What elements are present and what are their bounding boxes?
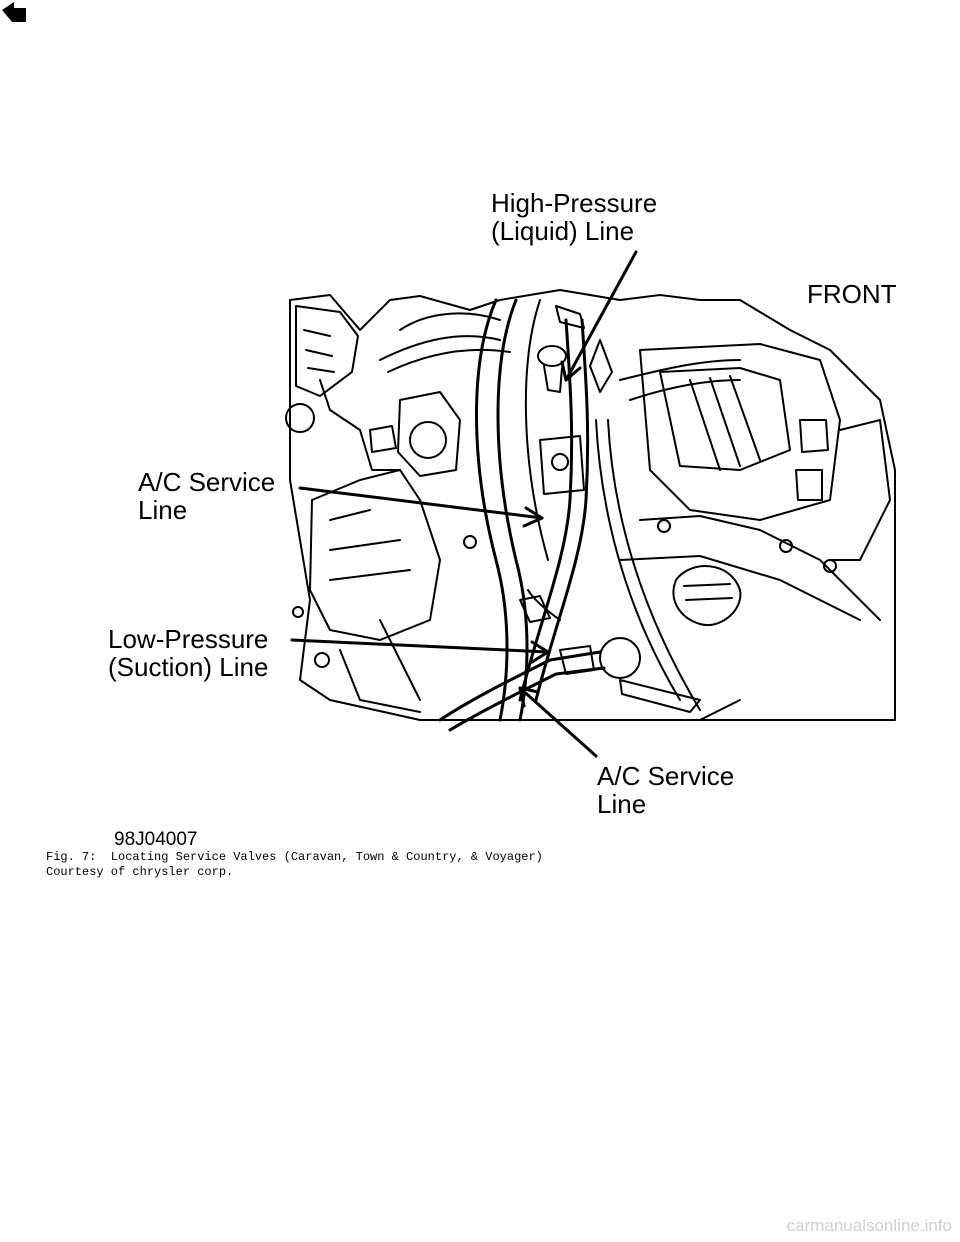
low-pressure-line-label: Low-Pressure (Suction) Line [108, 624, 269, 682]
figure-code: 98J04007 [114, 829, 198, 850]
caption-line-1: Fig. 7: Locating Service Valves (Caravan… [46, 850, 543, 864]
ac-service-line-label-lower: A/C Service Line [597, 761, 735, 819]
figure-caption: Fig. 7: Locating Service Valves (Caravan… [46, 850, 543, 880]
front-label: FRONT [807, 279, 897, 309]
engine-bay-figure: High-Pressure (Liquid) Line FRONT A/C Se… [2, 2, 897, 850]
ac-service-line-label-upper: A/C Service Line [138, 467, 276, 525]
front-arrow-icon [2, 2, 26, 22]
caption-line-2: Courtesy of chrysler corp. [46, 865, 234, 879]
watermark: carmanualsonline.info [786, 1216, 952, 1235]
high-pressure-line-label: High-Pressure (Liquid) Line [491, 188, 658, 246]
engine-bay-illustration [285, 250, 896, 758]
